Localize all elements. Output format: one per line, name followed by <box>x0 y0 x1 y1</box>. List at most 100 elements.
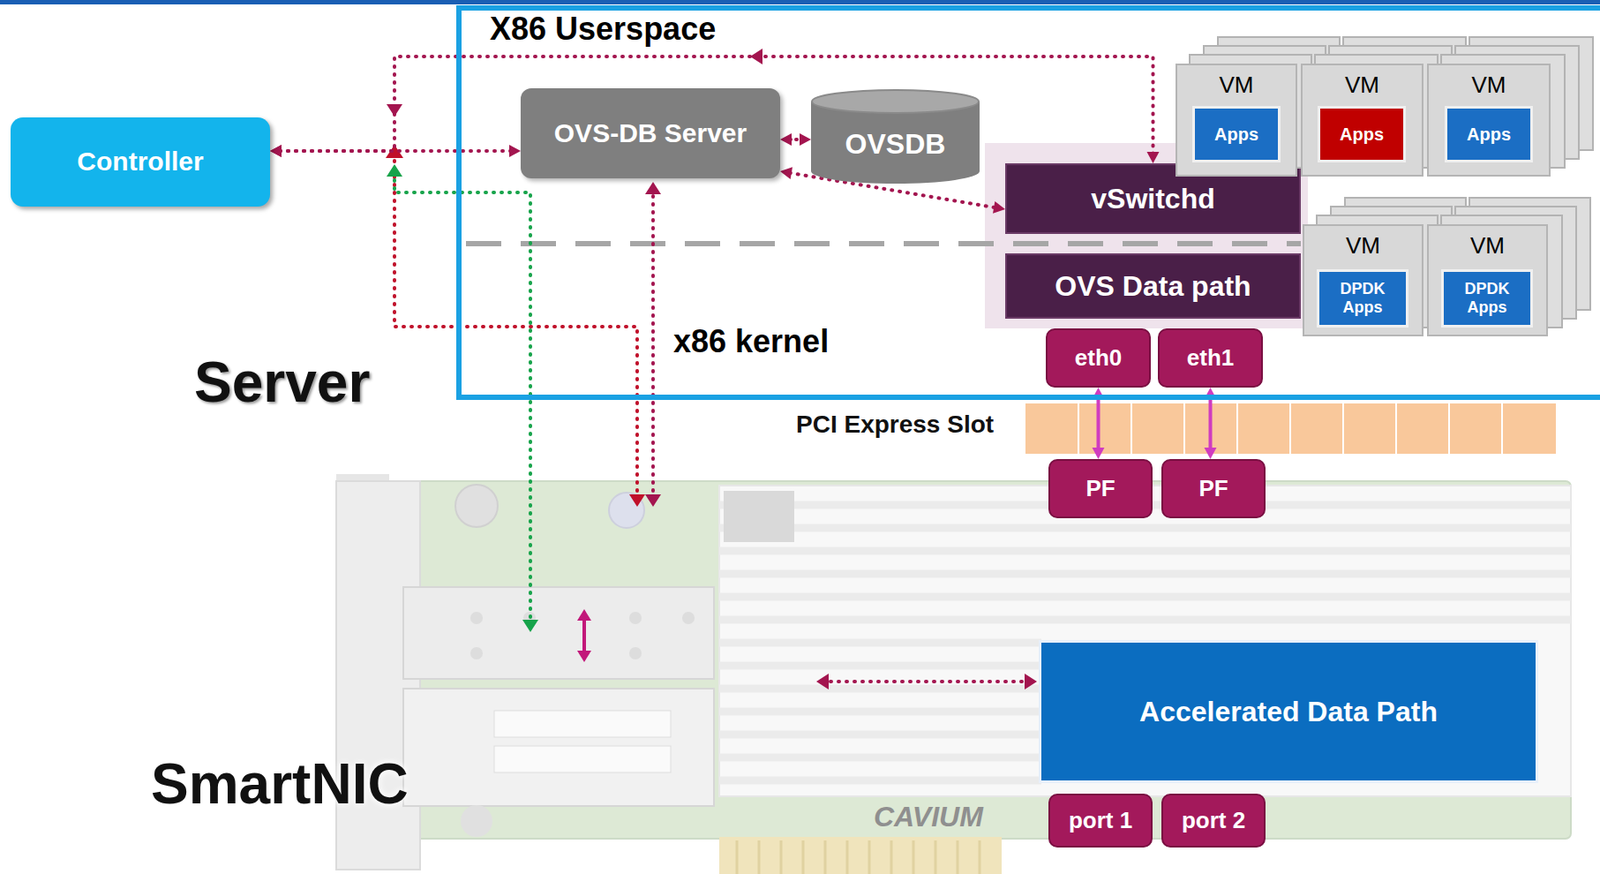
arrowhead <box>509 144 521 158</box>
database-cylinder: OVSDB <box>811 89 980 184</box>
node-label: OVS Data path <box>1054 270 1251 303</box>
node-label: vSwitchd <box>1090 182 1215 216</box>
smartnic-board-part-part <box>719 661 1042 670</box>
arrowhead <box>992 201 1006 214</box>
node-label: DPDK Apps <box>1327 279 1398 316</box>
control-links-part <box>386 164 403 177</box>
smartnic-board-part <box>629 611 642 624</box>
smartnic-board-part <box>460 804 493 837</box>
smartnic-board-part-part <box>846 840 849 874</box>
smartnic-board-part <box>719 485 1571 797</box>
smartnic-board-part-part <box>978 840 982 874</box>
pci-slot-part <box>1183 403 1186 454</box>
smartnic-board-part <box>682 611 695 624</box>
control-links-part <box>629 494 646 507</box>
node-label: VM <box>1344 72 1380 99</box>
smartnic-board-part-part <box>719 593 1571 601</box>
region-label: Server <box>194 351 370 414</box>
port-box: PF <box>1048 458 1153 519</box>
vm-box: VMDPDK Apps <box>1427 224 1548 337</box>
smartnic-board-part-part <box>956 840 960 874</box>
pci-slot-part <box>1448 403 1450 454</box>
node-label: VM <box>1472 72 1507 99</box>
pci-slot-part <box>1077 403 1080 454</box>
arrowhead <box>270 144 282 158</box>
smartnic-board-part-part <box>719 570 1571 579</box>
node-label: Apps <box>1466 124 1511 145</box>
smartnic-board <box>336 473 1571 874</box>
smartnic-board-part <box>723 490 795 542</box>
arrowhead <box>1147 151 1160 164</box>
smartnic-board-part <box>470 646 483 660</box>
datapath-box: Accelerated Data Path <box>1038 639 1539 783</box>
connector-line <box>279 149 511 153</box>
control-links-part <box>830 679 1023 684</box>
control-links-part <box>1024 673 1037 690</box>
vm-box: VMDPDK Apps <box>1302 224 1424 337</box>
node-label: VM <box>1219 72 1255 99</box>
smartnic-board-part-part <box>719 615 1571 624</box>
smartnic-board-part-part <box>719 776 1042 785</box>
smartnic-board-part-part <box>719 730 1042 739</box>
node-label: eth1 <box>1186 345 1234 372</box>
pci-slot-part <box>1501 403 1503 454</box>
vm-box: VM Apps <box>1175 63 1298 177</box>
app-box: DPDK Apps <box>1441 269 1533 328</box>
vm-box: VM Apps <box>1300 63 1424 177</box>
smartnic-board-part-part <box>719 547 1571 556</box>
pci-slot-part <box>1130 403 1133 454</box>
smartnic-board-part-part <box>736 840 739 874</box>
node-label: OVSDB <box>845 127 947 161</box>
brand-logo: CAVIUM <box>873 801 984 833</box>
node-label: eth0 <box>1074 345 1122 372</box>
smartnic-board-part <box>719 836 1002 874</box>
smartnic-board-part <box>494 710 671 737</box>
region-title: X86 Userspace <box>489 10 716 47</box>
connector-line <box>1209 397 1213 450</box>
pci-slot-part <box>1342 403 1345 454</box>
app-box: Apps <box>1192 105 1281 163</box>
smartnic-board-part-part <box>824 840 827 874</box>
arrowhead <box>780 133 792 146</box>
pci-slot <box>1025 403 1556 454</box>
node-label: port 1 <box>1068 807 1133 834</box>
connector <box>780 133 812 146</box>
server-box: OVS-DB Server <box>520 88 781 179</box>
app-box: DPDK Apps <box>1316 269 1409 328</box>
smartnic-board-part-part <box>719 524 1571 533</box>
smartnic-board-part-part <box>719 684 1042 693</box>
smartnic-board-part-part <box>868 840 872 874</box>
smartnic-board-part-part <box>780 840 783 874</box>
smartnic-board-part-part <box>912 840 916 874</box>
smartnic-board-part-part <box>719 638 1042 647</box>
control-links-part <box>645 494 662 507</box>
arrowhead <box>1204 447 1217 459</box>
arrowhead <box>799 133 812 146</box>
smartnic-board-part-part <box>802 840 805 874</box>
control-links-part <box>577 608 592 621</box>
smartnic-board-part <box>403 586 714 679</box>
smartnic-board-part <box>608 492 645 528</box>
app-box: Apps <box>1444 105 1533 163</box>
smartnic-board-part <box>470 611 483 624</box>
node-label: Apps <box>1214 124 1259 145</box>
smartnic-board-part <box>455 484 498 527</box>
port-box: PF <box>1161 458 1266 519</box>
slot-label: PCI Express Slot <box>796 411 994 439</box>
pci-slot-part <box>1025 403 1556 454</box>
region-label: SmartNIC <box>150 752 409 815</box>
app-box: Apps <box>1317 105 1406 163</box>
smartnic-board-part-part <box>719 707 1042 716</box>
control-links-part <box>522 619 539 632</box>
smartnic-board-part <box>403 688 714 806</box>
user-kernel-divider <box>465 240 1301 247</box>
node-label: PF <box>1198 475 1228 503</box>
smartnic-board-part-part <box>719 753 1042 762</box>
port-box: port 2 <box>1161 793 1266 848</box>
smartnic-board-part-part <box>758 840 761 874</box>
controller-box: Controller <box>10 117 271 207</box>
pci-slot-part <box>1236 403 1239 454</box>
vm-box: VM Apps <box>1427 63 1551 177</box>
process-box: OVS Data path <box>1005 253 1301 319</box>
control-links-part <box>582 619 586 652</box>
